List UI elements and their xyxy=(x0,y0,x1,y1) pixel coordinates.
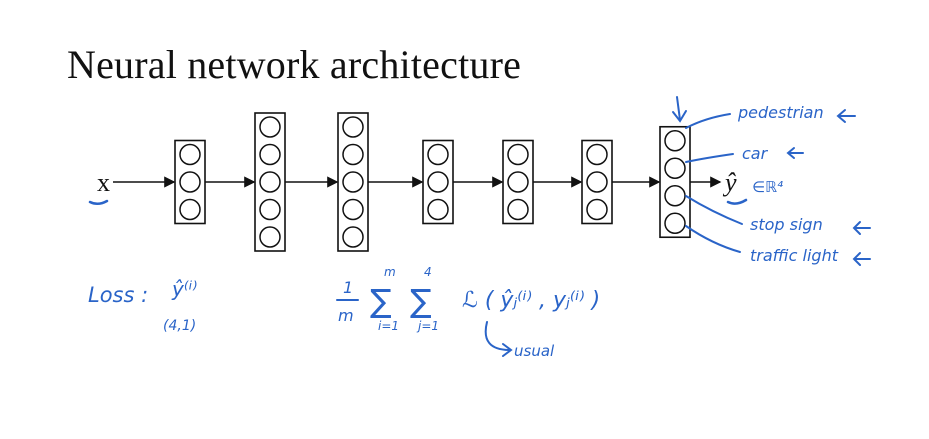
neuron xyxy=(179,198,201,221)
layer-5 xyxy=(502,139,534,225)
class-connector-lines xyxy=(685,113,743,253)
neuron xyxy=(664,212,686,234)
loss-shape: (4,1) xyxy=(163,318,196,334)
neuron xyxy=(342,116,364,138)
neuron xyxy=(179,143,201,166)
sum-outer-symbol: ∑ xyxy=(370,282,392,320)
neuron xyxy=(507,198,529,221)
layer-6 xyxy=(581,139,613,225)
neuron xyxy=(259,226,281,248)
neuron xyxy=(586,198,608,221)
output-space-note: ∈ℝ⁴ xyxy=(752,178,783,196)
loss-yhat: ŷ⁽ⁱ⁾ xyxy=(171,277,197,301)
usual-arrow xyxy=(484,321,513,357)
slide-title: Neural network architecture xyxy=(67,42,522,87)
neuron xyxy=(259,198,281,221)
sum-inner-symbol: ∑ xyxy=(410,282,432,320)
neuron xyxy=(342,143,364,166)
sum-outer-top: m xyxy=(384,265,396,279)
neuron xyxy=(507,171,529,193)
neuron xyxy=(259,171,281,193)
neuron xyxy=(586,171,608,193)
neuron xyxy=(342,198,364,221)
loss-label: Loss : xyxy=(88,283,148,307)
class-pointer-arrows xyxy=(786,109,871,266)
neuron xyxy=(427,198,449,221)
layer-2 xyxy=(254,112,286,252)
input-label: x xyxy=(97,168,110,197)
layer-box xyxy=(659,125,691,239)
usual-note: usual xyxy=(514,342,555,360)
output-underline xyxy=(726,198,748,205)
neuron xyxy=(664,157,686,179)
neuron xyxy=(507,143,529,166)
layer-3 xyxy=(337,112,369,252)
class-label-pedestrian: pedestrian xyxy=(737,103,824,122)
class-label-car: car xyxy=(742,144,769,163)
neuron xyxy=(259,143,281,166)
neuron xyxy=(427,171,449,193)
sum-inner-bottom: j=1 xyxy=(416,319,439,333)
input-underline xyxy=(88,199,109,205)
layer-7 xyxy=(659,125,691,239)
layer-1 xyxy=(174,139,206,225)
neuron xyxy=(342,226,364,248)
fraction-denominator: m xyxy=(338,306,354,325)
neuron xyxy=(427,143,449,166)
output-label: ŷ xyxy=(722,168,737,197)
neuron xyxy=(586,143,608,166)
fraction-numerator: 1 xyxy=(343,278,353,297)
loss-term: ℒ ( ŷⱼ⁽ⁱ⁾ , yⱼ⁽ⁱ⁾ ) xyxy=(462,288,600,313)
class-label-traffic-light: traffic light xyxy=(750,246,839,265)
neuron xyxy=(664,130,686,152)
sum-outer-bottom: i=1 xyxy=(378,319,399,333)
neuron xyxy=(179,171,201,193)
neuron xyxy=(342,171,364,193)
layer-4 xyxy=(422,139,454,225)
neuron xyxy=(259,116,281,138)
class-label-stop-sign: stop sign xyxy=(750,215,823,234)
output-pointer-arrow xyxy=(672,96,687,123)
neuron xyxy=(664,185,686,207)
sum-inner-top: 4 xyxy=(424,265,432,279)
